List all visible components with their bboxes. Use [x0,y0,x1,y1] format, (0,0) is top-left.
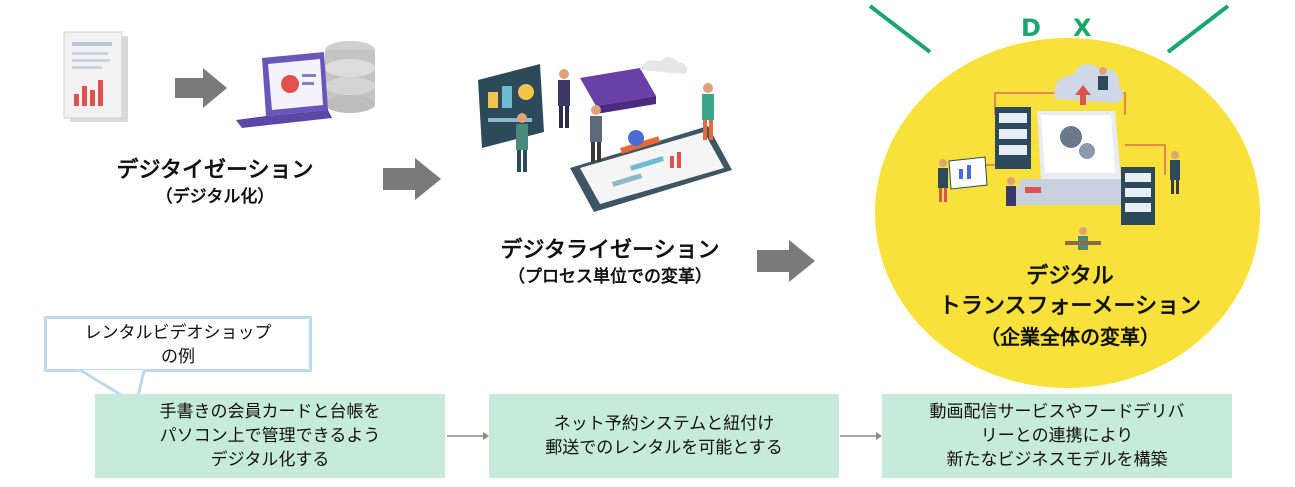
thin-arrow-icon [840,432,882,440]
example-2-line1: ネット予約システムと紐付け [553,414,775,434]
example-3-line3: 新たなビジネスモデルを構築 [946,450,1168,470]
dx-letter-x: X [1073,14,1092,42]
arrow-right-icon [175,68,227,108]
example-label-line2: の例 [161,347,195,367]
digitalization-illustration [478,57,732,212]
example-1-line3: デジタル化する [210,450,330,470]
document-chart-icon [63,31,128,122]
digitalization-title: デジタライゼーション [500,238,720,263]
example-3-line1: 動画配信サービスやフードデリバ [929,402,1185,422]
example-label-bubble: レンタルビデオショップ の例 [44,316,312,372]
example-1-line2: パソコン上で管理できるよう [159,426,381,446]
dx-title-line3: （企業全体の変革） [980,325,1160,349]
arrow-right-icon [383,158,441,200]
digitization-title: デジタイゼーション [116,158,314,183]
dx-title-line1: デジタル [1026,264,1114,289]
digitalization-subtitle: （プロセス単位での変革） [508,267,712,287]
dx-ray-lines [868,4,1230,54]
dx-letter-d: D [1021,14,1041,42]
example-box-dx: 動画配信サービスやフードデリバ リーとの連携により 新たなビジネスモデルを構築 [882,394,1232,478]
digitization-subtitle: （デジタル化） [155,187,275,207]
example-label-line1: レンタルビデオショップ [84,323,272,343]
thin-arrow-icon [447,432,489,440]
example-1-line1: 手書きの会員カードと台帳を [159,402,381,422]
laptop-database-icon [236,41,375,128]
dx-title-line2: トランスフォーメーション [938,294,1202,319]
example-box-digitalization: ネット予約システムと紐付け 郵送でのレンタルを可能とする [489,394,839,478]
dx-illustration [938,64,1180,250]
example-2-line2: 郵送でのレンタルを可能とする [545,438,783,458]
example-box-digitization: 手書きの会員カードと台帳を パソコン上で管理できるよう デジタル化する [95,394,445,478]
example-3-line2: リーとの連携により [980,426,1134,446]
arrow-right-icon [757,240,815,282]
